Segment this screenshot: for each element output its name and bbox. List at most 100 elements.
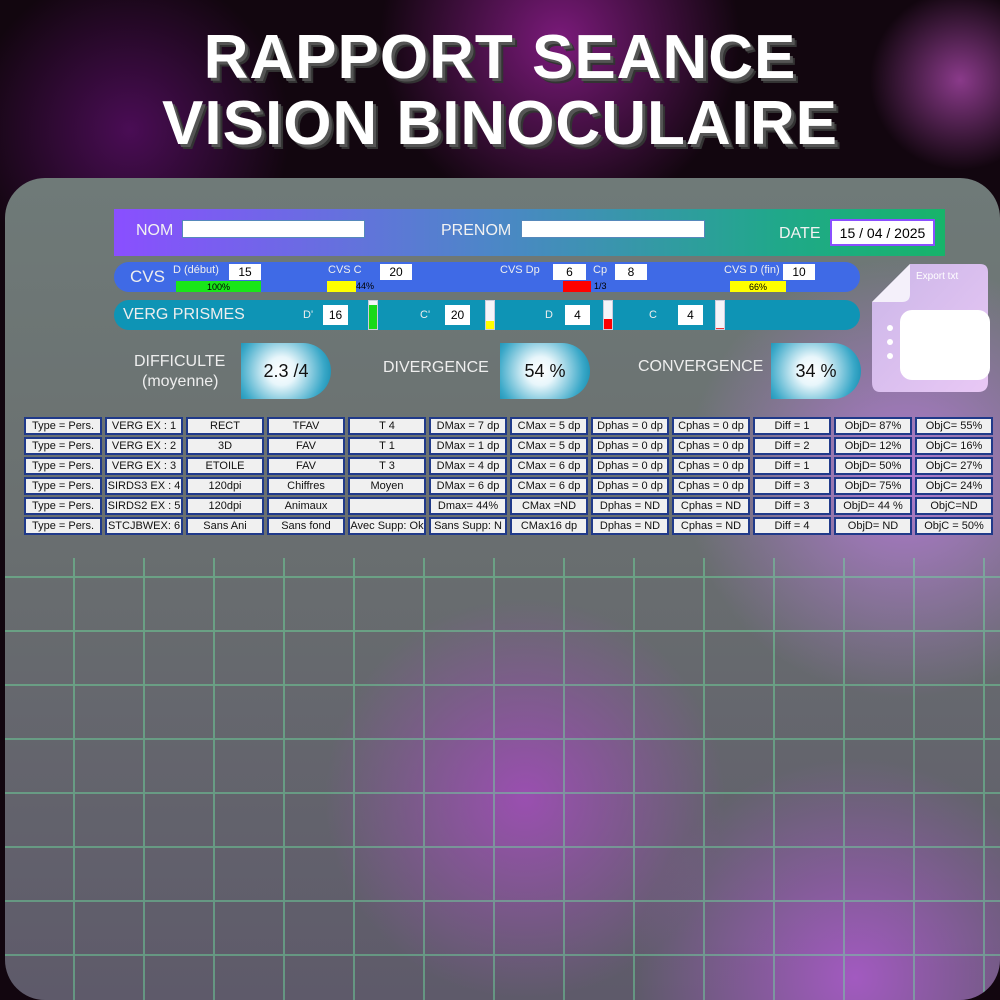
table-cell[interactable]: Dphas = 0 dp	[591, 457, 669, 475]
table-cell[interactable]: 3D	[186, 437, 264, 455]
table-cell[interactable]: ObjD= 75%	[834, 477, 912, 495]
table-cell[interactable]: Diff = 3	[753, 477, 831, 495]
table-cell[interactable]: Type = Pers.	[24, 497, 102, 515]
table-cell[interactable]: Type = Pers.	[24, 477, 102, 495]
table-cell[interactable]: FAV	[267, 437, 345, 455]
table-cell[interactable]: DMax = 7 dp	[429, 417, 507, 435]
d-debut-value[interactable]: 15	[229, 264, 261, 280]
date-field[interactable]: 15 / 04 / 2025	[830, 219, 935, 246]
table-cell[interactable]: Sans fond	[267, 517, 345, 535]
table-cell[interactable]: 120dpi	[186, 497, 264, 515]
table-cell[interactable]: Cphas = ND	[672, 497, 750, 515]
prenom-input[interactable]	[521, 220, 705, 238]
table-cell[interactable]: CMax16 dp	[510, 517, 588, 535]
d-debut-progress: 100%	[176, 281, 261, 292]
table-cell[interactable]: ObjD= 50%	[834, 457, 912, 475]
table-cell[interactable]: FAV	[267, 457, 345, 475]
table-cell[interactable]: Diff = 4	[753, 517, 831, 535]
prenom-label: PRENOM	[441, 222, 512, 239]
cvs-dp-label: CVS Dp	[500, 264, 540, 276]
table-cell[interactable]: T 4	[348, 417, 426, 435]
c-prime-value[interactable]: 20	[445, 305, 470, 325]
c-value[interactable]: 4	[678, 305, 703, 325]
table-cell[interactable]: Cphas = 0 dp	[672, 417, 750, 435]
table-cell[interactable]: Type = Pers.	[24, 457, 102, 475]
table-cell[interactable]: DMax = 6 dp	[429, 477, 507, 495]
table-cell[interactable]: RECT	[186, 417, 264, 435]
table-cell[interactable]: STCJBWEX: 6	[105, 517, 183, 535]
table-cell[interactable]: Dphas = ND	[591, 497, 669, 515]
table-cell[interactable]: Cphas = 0 dp	[672, 477, 750, 495]
table-cell[interactable]: CMax = 5 dp	[510, 437, 588, 455]
table-cell[interactable]: DMax = 1 dp	[429, 437, 507, 455]
table-cell[interactable]: Dphas = ND	[591, 517, 669, 535]
table-cell[interactable]: VERG EX : 3	[105, 457, 183, 475]
table-cell[interactable]: T 1	[348, 437, 426, 455]
cp-value[interactable]: 8	[615, 264, 647, 280]
table-cell[interactable]: CMax = 5 dp	[510, 417, 588, 435]
table-cell[interactable]: 120dpi	[186, 477, 264, 495]
table-cell[interactable]: SIRDS2 EX : 5	[105, 497, 183, 515]
table-cell[interactable]: ObjC= 55%	[915, 417, 993, 435]
table-cell[interactable]: Type = Pers.	[24, 517, 102, 535]
table-cell[interactable]: CMax = 6 dp	[510, 477, 588, 495]
table-cell[interactable]: ObjC= 27%	[915, 457, 993, 475]
convergence-value[interactable]: 34 %	[771, 343, 861, 399]
cvs-c-value[interactable]: 20	[380, 264, 412, 280]
table-cell[interactable]: ObjD= ND	[834, 517, 912, 535]
table-cell[interactable]: Diff = 1	[753, 457, 831, 475]
difficulte-value: 2.3 /4	[241, 343, 331, 399]
background-grid	[5, 558, 1000, 1000]
table-cell[interactable]: Cphas = ND	[672, 517, 750, 535]
d-prime-value[interactable]: 16	[323, 305, 348, 325]
export-txt-button[interactable]: Export txt	[870, 262, 990, 393]
table-cell[interactable]: VERG EX : 2	[105, 437, 183, 455]
table-cell[interactable]: ETOILE	[186, 457, 264, 475]
table-cell[interactable]: CMax = 6 dp	[510, 457, 588, 475]
table-cell[interactable]: CMax =ND	[510, 497, 588, 515]
table-cell[interactable]	[348, 497, 426, 515]
difficulte-label: DIFFICULTE	[134, 353, 226, 370]
table-cell[interactable]: Type = Pers.	[24, 417, 102, 435]
cvs-label: CVS	[130, 267, 165, 286]
table-cell[interactable]: Sans Ani	[186, 517, 264, 535]
table-cell[interactable]: Sans Supp: N	[429, 517, 507, 535]
table-cell[interactable]: SIRDS3 EX : 4	[105, 477, 183, 495]
cvs-c-pct: 44%	[356, 281, 375, 291]
d-fin-value[interactable]: 10	[783, 264, 815, 280]
d-value[interactable]: 4	[565, 305, 590, 325]
table-cell[interactable]: Dmax= 44%	[429, 497, 507, 515]
table-cell[interactable]: VERG EX : 1	[105, 417, 183, 435]
c-prime-label: C'	[420, 309, 431, 321]
verg-label: VERG PRISMES	[123, 306, 245, 323]
table-cell[interactable]: ObjC= 24%	[915, 477, 993, 495]
table-cell[interactable]: ObjD= 87%	[834, 417, 912, 435]
table-cell[interactable]: TFAV	[267, 417, 345, 435]
table-cell[interactable]: ObjC=ND	[915, 497, 993, 515]
nom-input[interactable]	[182, 220, 365, 238]
title-line-1: RAPPORT SEANCE	[203, 23, 797, 92]
table-cell[interactable]: Cphas = 0 dp	[672, 457, 750, 475]
table-cell[interactable]: Moyen	[348, 477, 426, 495]
table-cell[interactable]: Cphas = 0 dp	[672, 437, 750, 455]
table-cell[interactable]: Dphas = 0 dp	[591, 477, 669, 495]
table-cell[interactable]: Diff = 2	[753, 437, 831, 455]
table-cell[interactable]: ObjD= 44 %	[834, 497, 912, 515]
table-cell[interactable]: Diff = 1	[753, 417, 831, 435]
table-cell[interactable]: ObjD= 12%	[834, 437, 912, 455]
table-cell[interactable]: Dphas = 0 dp	[591, 437, 669, 455]
table-cell[interactable]: Chiffres	[267, 477, 345, 495]
table-cell[interactable]: Diff = 3	[753, 497, 831, 515]
divergence-label: DIVERGENCE	[383, 359, 489, 376]
convergence-label: CONVERGENCE	[638, 358, 764, 375]
dp-value[interactable]: 6	[553, 264, 586, 280]
table-cell[interactable]: ObjC = 50%	[915, 517, 993, 535]
table-cell[interactable]: DMax = 4 dp	[429, 457, 507, 475]
d-prime-label: D'	[303, 309, 314, 321]
table-cell[interactable]: T 3	[348, 457, 426, 475]
table-cell[interactable]: Type = Pers.	[24, 437, 102, 455]
table-cell[interactable]: ObjC= 16%	[915, 437, 993, 455]
table-cell[interactable]: Dphas = 0 dp	[591, 417, 669, 435]
table-cell[interactable]: Animaux	[267, 497, 345, 515]
table-cell[interactable]: Avec Supp: Ok	[348, 517, 426, 535]
